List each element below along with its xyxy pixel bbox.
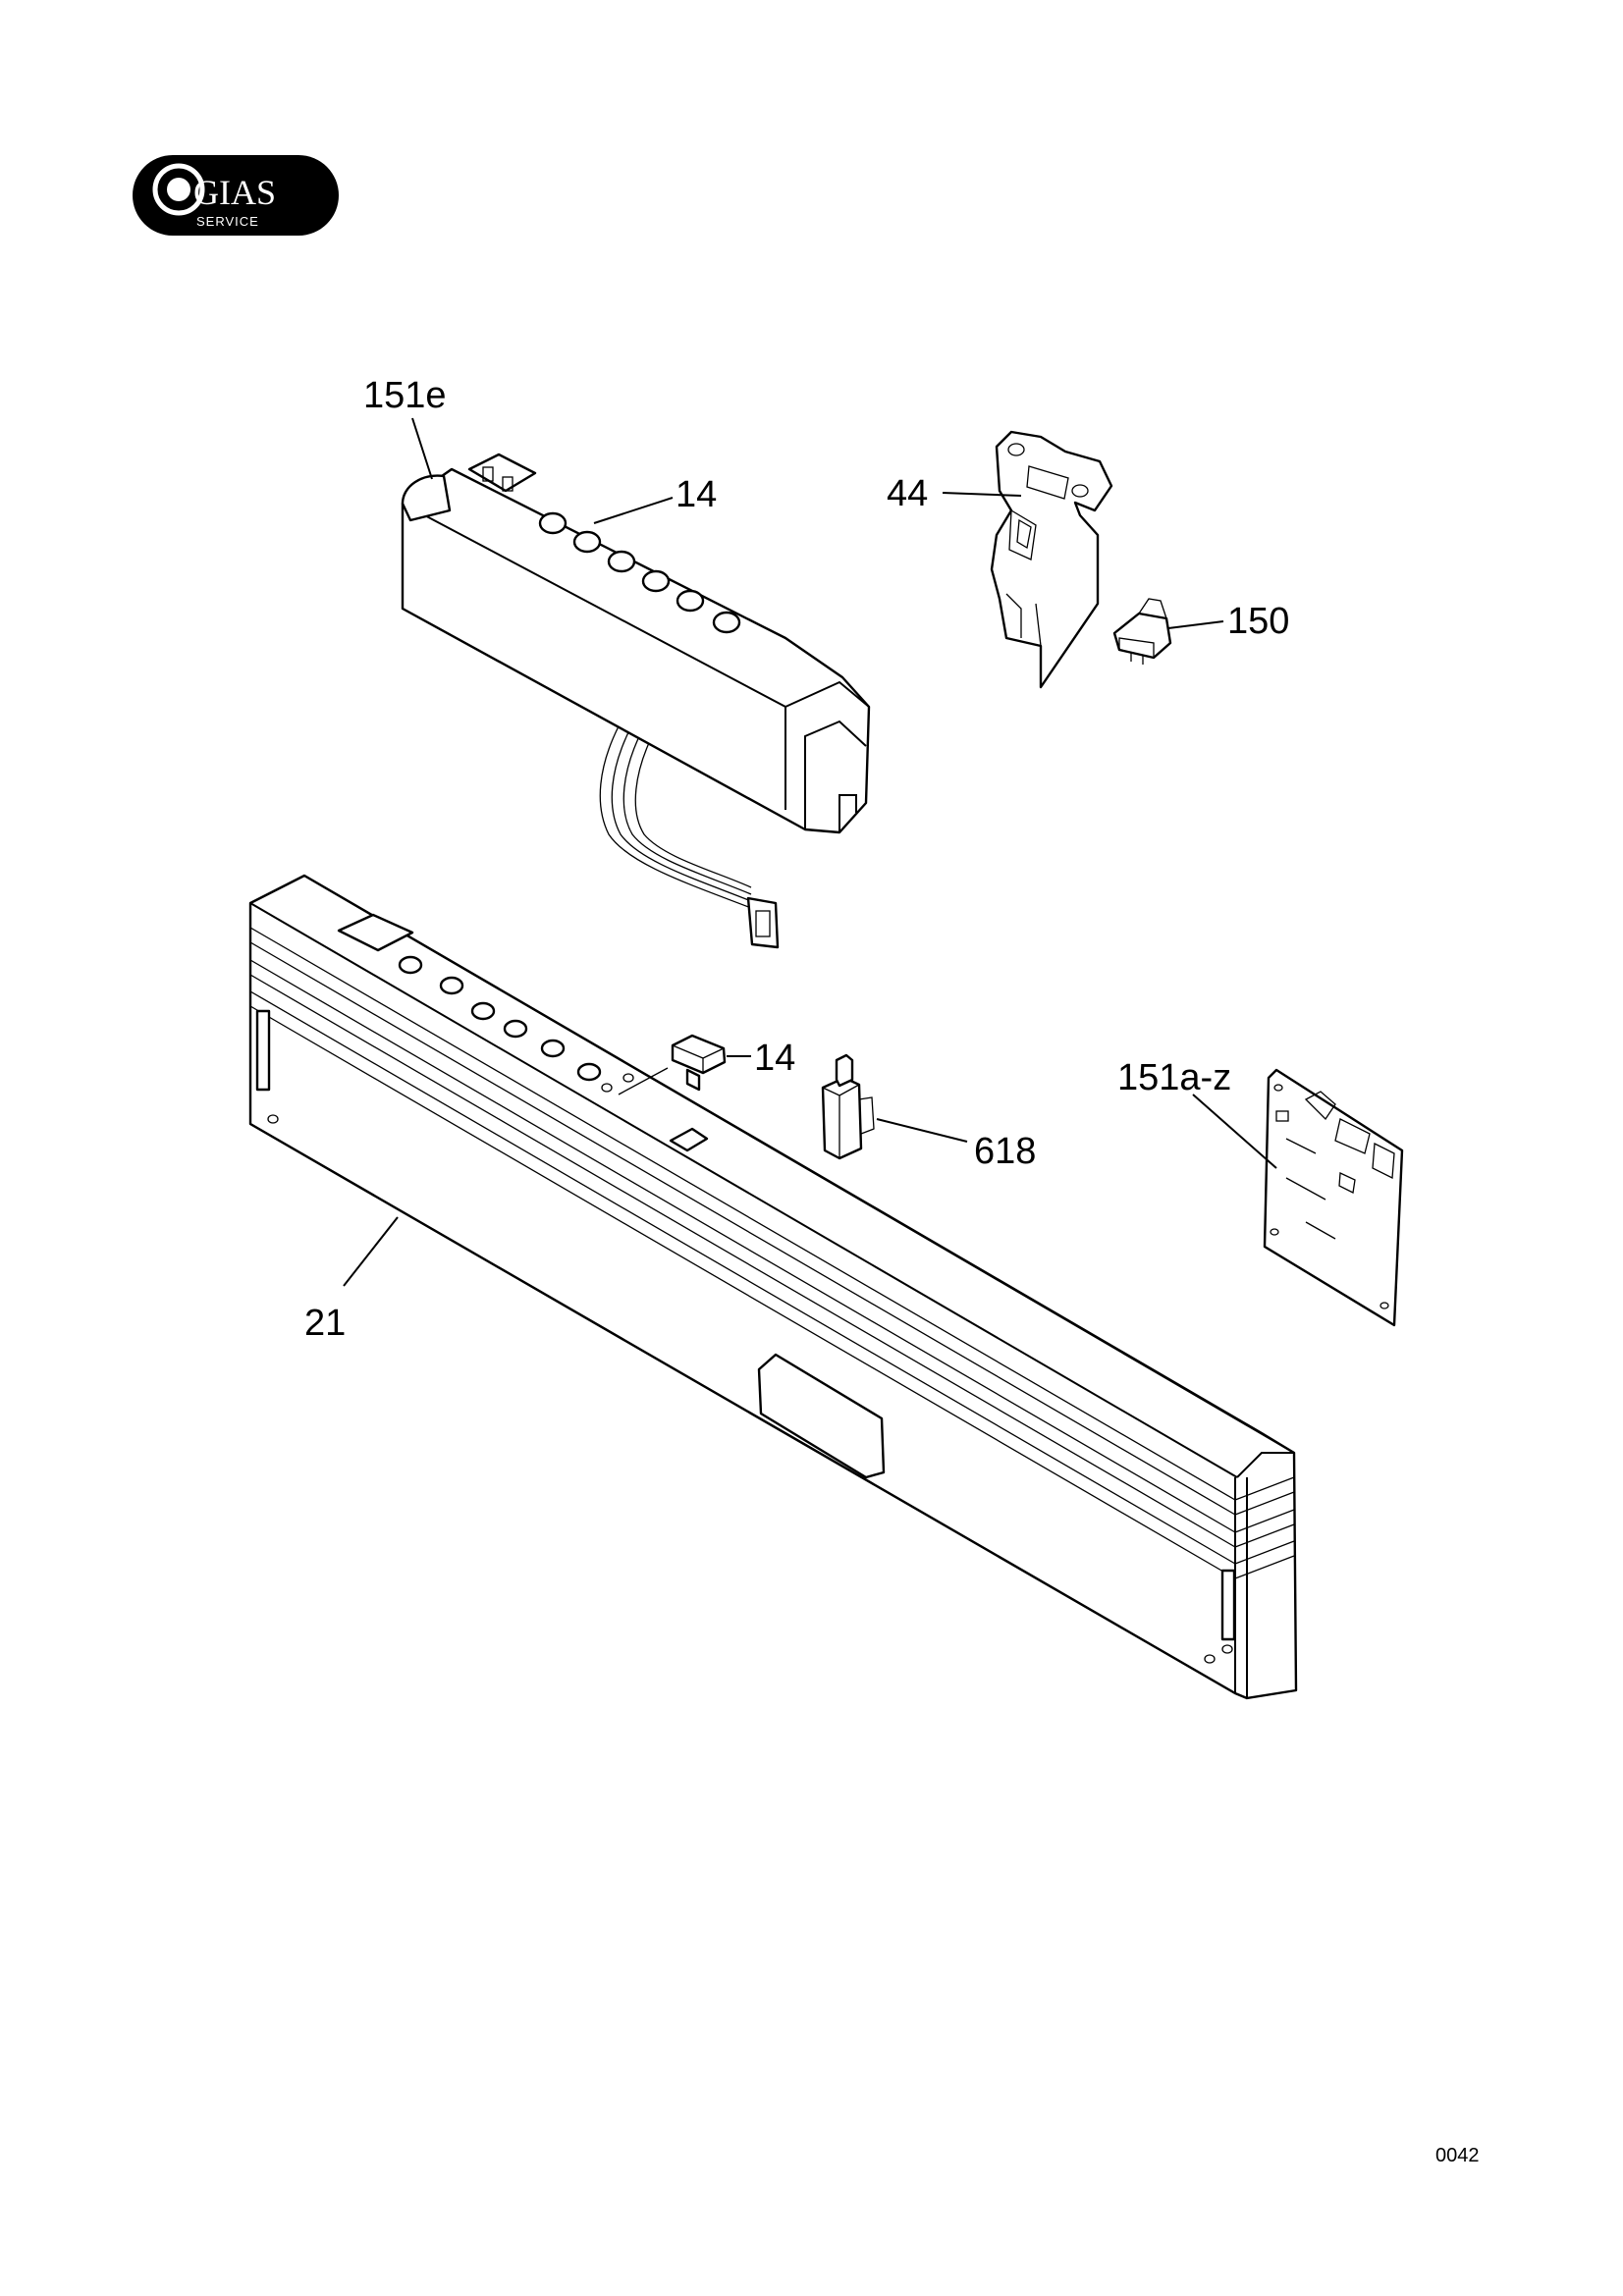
leader-21: [343, 1216, 399, 1287]
callout-21: 21: [304, 1303, 346, 1344]
logo-subtext: SERVICE: [196, 214, 259, 229]
bracket-44: [990, 430, 1113, 689]
callout-618: 618: [974, 1131, 1036, 1172]
leader-618: [876, 1118, 968, 1143]
callout-151a-z: 151a-z: [1117, 1057, 1231, 1098]
leader-44: [942, 492, 1022, 497]
control-panel-21: [248, 874, 1298, 1700]
callout-14-single: 14: [754, 1038, 795, 1079]
control-board-151a-z: [1263, 1068, 1404, 1327]
leader-151e: [411, 417, 433, 480]
callout-44: 44: [887, 473, 928, 514]
logo-text: GIAS: [193, 173, 276, 212]
page-number: 0042: [1435, 2145, 1480, 2166]
gias-service-logo: GIAS SERVICE: [133, 155, 339, 236]
leader-14-top: [593, 497, 674, 524]
microswitch-150: [1112, 598, 1172, 665]
callout-150: 150: [1227, 601, 1289, 642]
callout-151e: 151e: [363, 375, 447, 416]
board-assembly-151e: [401, 453, 871, 949]
push-button-14: [671, 1034, 727, 1092]
leader-151a-z: [1192, 1094, 1277, 1169]
leader-150: [1167, 620, 1224, 629]
power-switch-618: [821, 1053, 875, 1160]
callout-14-top: 14: [676, 474, 717, 515]
